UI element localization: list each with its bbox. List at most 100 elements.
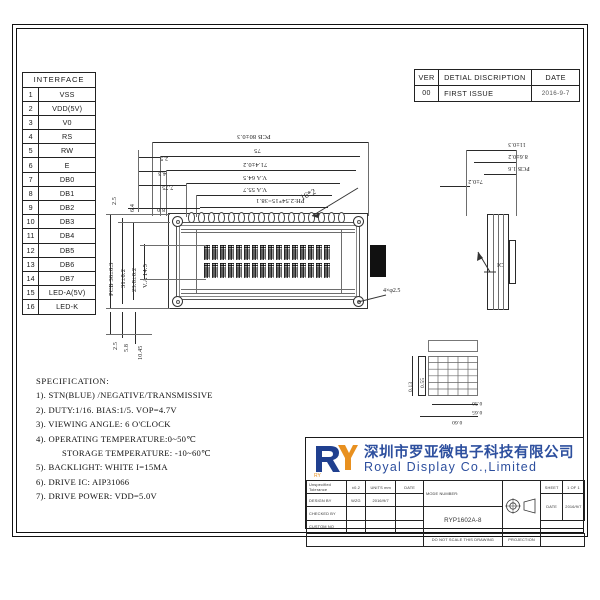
- extension-line: [106, 214, 170, 215]
- dim-line: [466, 150, 516, 151]
- table-row: DO NOT SCALE THIS DRAWING PROJECTION: [306, 532, 585, 547]
- custom-label: CUSTOM NO: [306, 519, 347, 534]
- pin-header: [218, 212, 225, 223]
- company-logo: RY: [314, 445, 358, 478]
- dim-bottom-58: 5.8: [124, 343, 130, 352]
- char-cell: [244, 263, 250, 278]
- viewing-area-dot-matrix: [204, 245, 332, 278]
- detail-side-strip: [418, 356, 426, 396]
- tolerance-label: Unspecified Tolerance: [306, 479, 347, 495]
- design-value: WZG: [345, 493, 367, 508]
- spec-item: 6). DRIVE IC: AIP31066: [36, 476, 130, 487]
- pin-name: DB3: [38, 214, 96, 230]
- pin-header: [328, 212, 335, 223]
- dim-line: [160, 156, 360, 157]
- units-label: UNITS mm: [365, 479, 397, 495]
- noscale-label: DO NOT SCALE THIS DRAWING: [422, 532, 503, 547]
- dim-bottom-1045: 10.45: [138, 345, 144, 361]
- extension-line: [186, 183, 187, 217]
- sheet-border-inner: [16, 28, 584, 533]
- char-cell: [324, 263, 330, 278]
- pin-name: VDD(5V): [38, 100, 96, 116]
- dim-86: 8.6±0.2: [508, 153, 528, 159]
- bezel-line: [196, 229, 197, 293]
- char-cell: [268, 245, 274, 260]
- side-view-line: [498, 214, 499, 310]
- dim-pitch: PH:2.54*15=38.1: [256, 197, 305, 204]
- mounting-hole: [353, 216, 364, 227]
- pin-number: 2: [21, 100, 40, 116]
- dim-detail-065: 0.65: [472, 409, 483, 415]
- dim-pcb-width: PCB 80±0.3: [237, 133, 271, 140]
- date2-value: 2016/9/7: [561, 493, 586, 521]
- checked-label: CHECKED BY: [306, 506, 347, 521]
- hole-callout-leader: [357, 294, 387, 303]
- tolerance-value: ±0.2: [345, 479, 367, 495]
- extension-line: [140, 245, 206, 246]
- spec-item: STORAGE TEMPERATURE: -10~60℃: [62, 448, 211, 459]
- dim-line: [110, 214, 111, 308]
- pin-number: 3: [21, 114, 40, 131]
- sheet-border-outer: [12, 24, 588, 537]
- dim-line: [152, 142, 368, 143]
- char-cell: [276, 263, 282, 278]
- pin-header: [258, 212, 265, 223]
- pin-header: [318, 212, 325, 223]
- char-cell: [308, 263, 314, 278]
- pin-number: 14: [21, 270, 40, 287]
- extension-line: [106, 308, 170, 309]
- char-cell: [324, 245, 330, 260]
- extension-line: [368, 142, 369, 216]
- pin-number: 15: [21, 285, 40, 301]
- char-cell: [308, 245, 314, 260]
- pin-number: 11: [21, 228, 40, 244]
- sheet-value: 1 OF 1: [561, 479, 586, 495]
- pin-header: [208, 212, 215, 223]
- char-cell: [316, 245, 322, 260]
- pin-name: DB5: [38, 242, 96, 258]
- char-cell: [268, 263, 274, 278]
- char-cell: [292, 245, 298, 260]
- lcd-bezel: [176, 222, 360, 300]
- extension-line: [138, 150, 139, 212]
- hole-callout-label: 4×φ2.5: [383, 288, 401, 294]
- dim-line: [144, 244, 145, 280]
- empty-cell: [306, 532, 424, 547]
- title-block: RY 深圳市罗亚微电子科技有限公司 Royal Display Co.,Limi…: [305, 437, 586, 547]
- empty-cell: [395, 519, 424, 534]
- char-cell: [252, 263, 258, 278]
- pin-name: RS: [38, 129, 96, 145]
- dim-7: 7±0.2: [468, 178, 483, 184]
- pin-number: 10: [21, 214, 40, 230]
- dim-va-145: V.A 14.5: [142, 263, 149, 288]
- char-cell: [300, 263, 306, 278]
- bezel-line: [181, 293, 355, 294]
- revision-ver: 00: [413, 85, 440, 102]
- pin-number: 5: [21, 143, 40, 159]
- dim-pcb-height: PCB 36±0.3: [108, 262, 115, 296]
- char-cell: [244, 245, 250, 260]
- char-cell: [212, 245, 218, 260]
- char-cell: [260, 263, 266, 278]
- side-view-line: [493, 214, 494, 310]
- dim-11: 11±0.3: [508, 141, 526, 147]
- spec-title: SPECIFICATION:: [36, 376, 110, 386]
- pin-name: V0: [38, 114, 96, 131]
- pin-name: DB2: [38, 199, 96, 216]
- char-cell: [228, 245, 234, 260]
- extension-line: [140, 279, 206, 280]
- char-cell: [252, 245, 258, 260]
- empty-cell: [395, 493, 424, 508]
- extension-line: [118, 222, 170, 223]
- dim-75: 75: [254, 147, 261, 154]
- revision-desc: FIRST ISSUE: [438, 85, 533, 102]
- dim-line: [186, 183, 340, 184]
